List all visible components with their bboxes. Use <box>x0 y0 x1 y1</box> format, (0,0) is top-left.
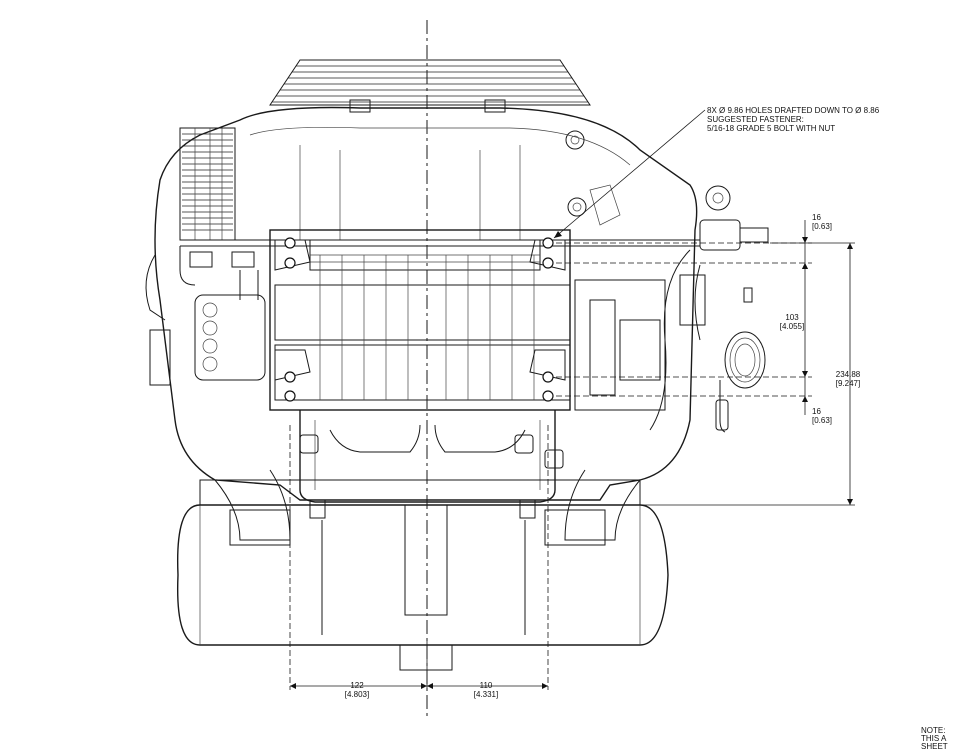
dim-overall-height-mm: 234.88 <box>836 370 861 379</box>
mount-hole <box>284 237 296 249</box>
dim-overall-height-in: [9.247] <box>836 379 860 388</box>
callout-line-2: SUGGESTED FASTENER: <box>707 115 804 124</box>
callout-note: 8X Ø 9.86 HOLES DRAFTED DOWN TO Ø 8.86 S… <box>707 106 879 133</box>
dimension-guides <box>289 242 855 690</box>
dim-top-gap-mm: 16 <box>812 213 821 222</box>
mount-hole <box>284 371 296 383</box>
crankcase <box>299 410 564 519</box>
right-electrical-detail <box>574 185 769 433</box>
dim-hole-spacing-in: [4.055] <box>780 322 804 331</box>
dim-top-gap-in: [0.63] <box>812 222 832 231</box>
dim-bottom-gap-in: [0.63] <box>812 416 832 425</box>
sheet-note-line-2: SHEET <box>921 742 948 751</box>
callout-line-3: 5/16-18 GRADE 5 BOLT WITH NUT <box>707 124 836 133</box>
sheet-note: NOTE: THIS A SHEET <box>921 727 948 751</box>
mount-hole <box>542 371 554 383</box>
callout-line-1: 8X Ø 9.86 HOLES DRAFTED DOWN TO Ø 8.86 <box>707 106 880 115</box>
dim-right-offset-mm: 110 <box>480 681 493 690</box>
dim-bottom-gap-mm: 16 <box>812 407 821 416</box>
dim-left-offset-in: [4.803] <box>345 690 369 699</box>
callout-leader <box>553 109 706 239</box>
dim-right-offset-in: [4.331] <box>474 690 498 699</box>
left-fin-pack <box>179 127 236 241</box>
mount-hole <box>284 257 296 269</box>
mount-hole <box>284 390 296 402</box>
dim-left-offset-mm: 122 <box>350 681 364 690</box>
sheet-note-line-1: THIS A <box>921 734 947 743</box>
sheet-note-label: NOTE: <box>921 726 946 735</box>
top-fin-housing <box>269 59 591 113</box>
mount-hole <box>542 257 554 269</box>
crankshaft <box>321 504 526 671</box>
mounting-plate <box>269 229 571 411</box>
mount-hole <box>542 237 554 249</box>
dim-hole-spacing-mm: 103 <box>785 313 799 322</box>
dimension-lines <box>290 220 853 689</box>
mount-hole <box>542 390 554 402</box>
left-cylinder-detail <box>145 251 266 386</box>
engine-housing <box>154 106 698 501</box>
mounting-holes <box>284 237 554 402</box>
